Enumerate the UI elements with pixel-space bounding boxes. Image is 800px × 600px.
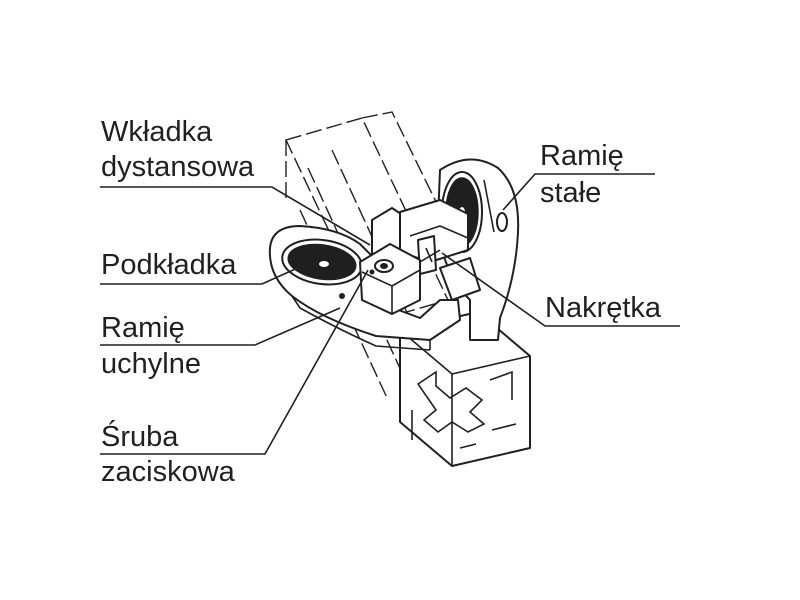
leader-nakretka xyxy=(441,252,680,327)
leader-lines xyxy=(100,173,680,455)
label-ramie-stale-line2: stałe xyxy=(540,177,602,209)
label-sruba-line1: Śruba xyxy=(101,421,179,453)
leader-ramie-stale xyxy=(502,173,655,211)
clamp-block xyxy=(359,243,441,315)
leader-ramie-uchylne xyxy=(100,307,341,346)
label-ramie-stale-line1: Ramię xyxy=(540,140,624,172)
label-ramie-uchylne-line1: Ramię xyxy=(101,312,185,344)
label-ramie-uchylne-line2: uchylne xyxy=(101,348,201,380)
label-wkladka-line2: dystansowa xyxy=(101,151,255,183)
leader-podkladka xyxy=(100,265,303,285)
leader-sruba xyxy=(100,269,369,455)
label-nakretka: Nakrętka xyxy=(545,292,662,324)
aluminium-profile xyxy=(399,311,531,467)
label-sruba-line2: zaciskowa xyxy=(101,456,235,488)
label-podkladka: Podkładka xyxy=(101,249,237,281)
leader-wkladka xyxy=(100,186,371,246)
label-wkladka-line1: Wkładka xyxy=(101,116,213,148)
